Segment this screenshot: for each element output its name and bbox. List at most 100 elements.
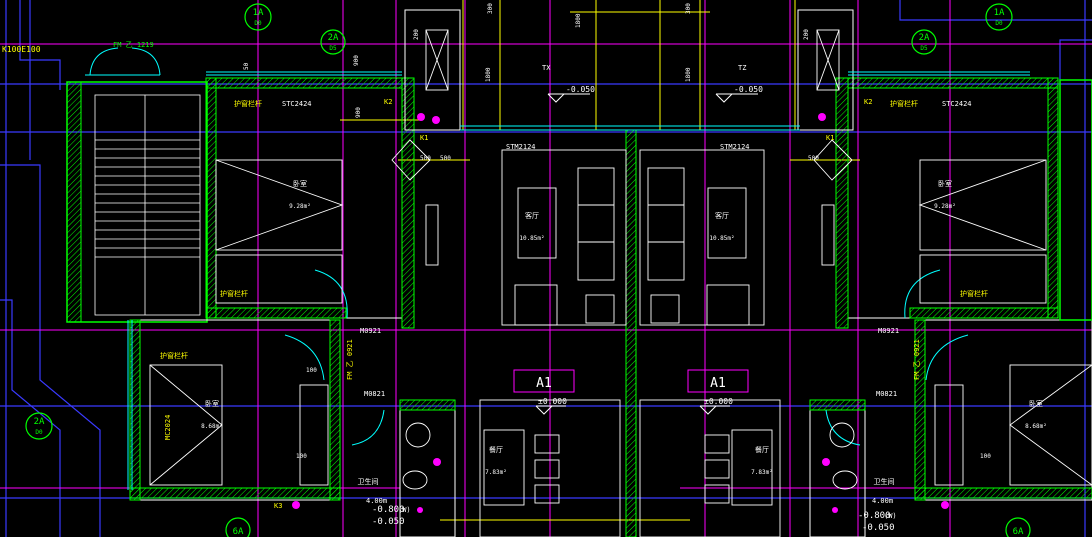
- room-name-living_left: 客厅: [525, 211, 539, 220]
- room-area-bed_left: 9.28m²: [289, 203, 311, 210]
- magenta-markers: [292, 113, 949, 513]
- room-area-bed2_right: 8.68m²: [1025, 423, 1047, 430]
- label-rail: 护窗栏杆: [220, 289, 248, 298]
- bottom-elev-left-2: -0.050: [372, 517, 405, 527]
- room-name-bath_right: 卫生间: [874, 477, 895, 486]
- room-area-living_right: 10.85m²: [709, 235, 734, 242]
- label-stm-left: STM2124: [506, 143, 536, 151]
- dim: 300: [487, 3, 494, 14]
- dim: 900: [355, 107, 362, 118]
- bubble-text: D5: [329, 45, 337, 52]
- yellow-lines: [340, 0, 860, 521]
- label-rail: 护窗栏杆: [960, 289, 988, 298]
- label-m0821-left: M0821: [364, 390, 385, 398]
- label-stc-right: STC2424: [942, 100, 972, 108]
- label-fm-vert-left: FM 乙 0921: [346, 339, 354, 380]
- bubble-text: D0: [995, 20, 1003, 27]
- room-area-living_left: 10.85m²: [519, 235, 544, 242]
- bottom-elev-right-note: (W): [884, 512, 897, 520]
- bubble-top-left: [244, 3, 272, 31]
- furniture: [149, 29, 1092, 537]
- bubble-text: D0: [254, 20, 262, 27]
- label-k2-left: K2: [384, 98, 392, 106]
- room-area-dining_left: 7.83m²: [485, 469, 507, 476]
- bottom-elev-right-1: -0.800: [858, 511, 891, 521]
- label-k2-right: K2: [864, 98, 872, 106]
- area-bath-left: 4.00m: [366, 497, 387, 505]
- unit-tag-left: A1: [536, 376, 552, 391]
- label-rail: 护窗栏杆: [160, 351, 188, 360]
- dim: 1800: [685, 67, 692, 82]
- room-area-dining_right: 7.83m²: [751, 469, 773, 476]
- label-tx: TX: [542, 64, 551, 72]
- dim: 500: [808, 155, 819, 162]
- dim: 200: [413, 29, 420, 40]
- dim: 300: [685, 3, 692, 14]
- label-rail: 护窗栏杆: [890, 99, 918, 108]
- bubble-text: 6A: [233, 527, 244, 537]
- bubble-text: D0: [35, 429, 43, 436]
- bubble-mid-left: [25, 412, 53, 440]
- grid-bubbles: [25, 3, 1031, 537]
- label-fm-vert-right: FM 乙 0921: [913, 339, 921, 380]
- dim: 100: [296, 453, 307, 460]
- label-k1-right: K1: [826, 134, 834, 142]
- label-m0921-left: M0921: [360, 327, 381, 335]
- dim: 500: [440, 155, 451, 162]
- bubble-text: 2A: [328, 33, 339, 43]
- label-k1-left: K1: [420, 134, 428, 142]
- bubble-top-right: [985, 3, 1013, 31]
- dim: 200: [803, 29, 810, 40]
- bubble-bottom-right: [1005, 517, 1031, 537]
- elev-top-left: -0.050: [566, 85, 595, 94]
- unit-tags: A1 A1: [513, 369, 749, 393]
- room-area-bed2_left: 8.68m²: [201, 423, 223, 430]
- room-name-living_right: 客厅: [715, 211, 729, 220]
- bubble-text: 1A: [253, 8, 264, 18]
- room-name-dining_right: 餐厅: [755, 445, 769, 454]
- room-name-bed2_right: 卧室: [1029, 399, 1043, 408]
- unit-tag-right: A1: [710, 376, 726, 391]
- room-area-bed_right: 9.28m²: [934, 203, 956, 210]
- label-mc-vert: MC2024: [164, 415, 172, 440]
- elev-top-right: -0.050: [734, 85, 763, 94]
- stair-left: [94, 94, 201, 316]
- label-k3: K3: [274, 502, 282, 510]
- room-name-dining_left: 餐厅: [489, 445, 503, 454]
- elevation-marks: [535, 93, 758, 415]
- bubble-bottom-left: [225, 517, 251, 537]
- dim: 500: [420, 155, 431, 162]
- bubble-text: 2A: [919, 33, 930, 43]
- label-fm: FM 乙 1219: [113, 41, 154, 49]
- bottom-elev-left-note: (W): [398, 506, 411, 514]
- level-right: ±0.000: [704, 397, 733, 406]
- bubble-text: 6A: [1013, 527, 1024, 537]
- label-rail: 护窗栏杆: [234, 99, 262, 108]
- room-name-bed_left: 卧室: [293, 179, 307, 188]
- room-name-bed_right: 卧室: [938, 179, 952, 188]
- label-stm-right: STM2124: [720, 143, 750, 151]
- bubble-top-left-2: [320, 29, 346, 55]
- dim: 900: [353, 55, 360, 66]
- room-name-bed2_left: 卧室: [205, 399, 219, 408]
- bubble-top-right-2: [911, 29, 937, 55]
- room-name-bath_left: 卫生间: [358, 477, 379, 486]
- label-m0921-right: M0921: [878, 327, 899, 335]
- dim: 100: [980, 453, 991, 460]
- bottom-elev-right-2: -0.050: [862, 523, 895, 533]
- label-m0821-right: M0821: [876, 390, 897, 398]
- label-stc-left: STC2424: [282, 100, 312, 108]
- dim: 1800: [575, 13, 582, 28]
- area-bath-right: 4.00m: [872, 497, 893, 505]
- dim: 1800: [485, 67, 492, 82]
- label-kdoor: K100E100: [2, 45, 41, 54]
- dim: 50: [243, 62, 250, 70]
- bubble-text: D5: [920, 45, 928, 52]
- windows: [85, 47, 1030, 490]
- bubble-text: 1A: [994, 8, 1005, 18]
- bubble-text: 2A: [34, 417, 45, 427]
- bottom-elev-left-1: -0.800: [372, 505, 405, 515]
- label-tz: TZ: [738, 64, 746, 72]
